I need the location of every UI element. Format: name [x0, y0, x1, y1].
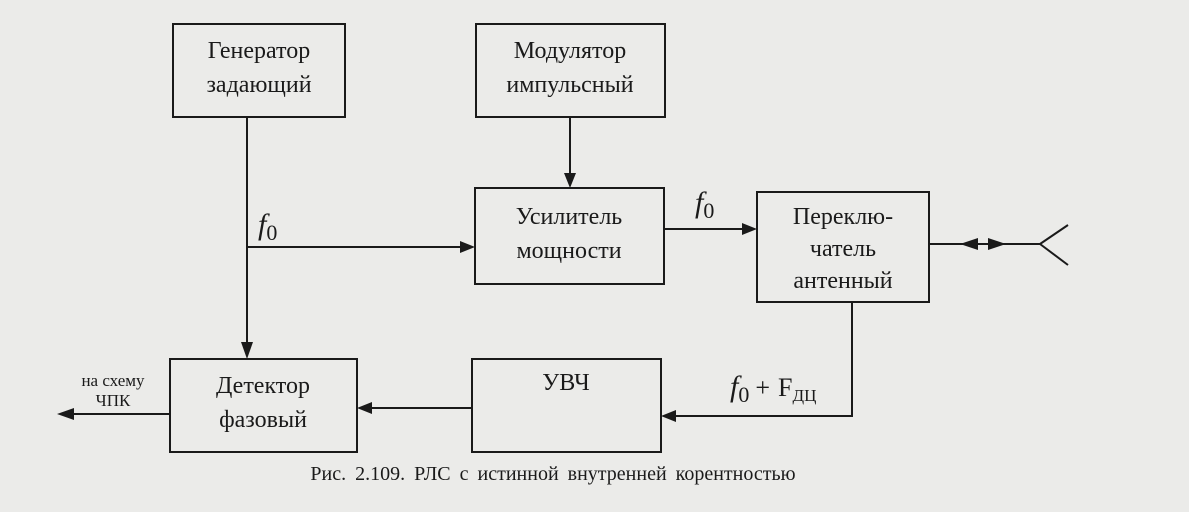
switch-input-arrowhead — [742, 223, 757, 235]
master-oscillator-block: Генератор задающий — [172, 23, 346, 118]
phase-detector-label-line2: фазовый — [219, 407, 307, 433]
power-amplifier-block: Усилитель мощности — [474, 187, 665, 285]
figure-caption: Рис. 2.109. РЛС с истинной внутренней ко… — [310, 463, 795, 485]
pulse-modulator-block: Модулятор импульсный — [475, 23, 666, 118]
detector-input-arrowhead — [241, 342, 253, 359]
signal-f0-transmit: f0 — [695, 186, 714, 223]
antenna-switch-block: Переклю- чатель антенный — [756, 191, 930, 303]
antenna-feed — [929, 238, 1040, 250]
antenna-switch-label-line3: антенный — [793, 268, 892, 294]
rf-amp-input-arrowhead — [661, 410, 676, 422]
pulse-modulator-label-line1: Модулятор — [514, 38, 626, 64]
antenna-switch-label-line1: Переклю- — [793, 204, 893, 230]
feed-left-arrowhead — [960, 238, 978, 250]
power-amplifier-label-line2: мощности — [516, 238, 621, 264]
pulse-modulator-label-line2: импульсный — [506, 72, 633, 98]
amplifier-input-arrowhead — [460, 241, 475, 253]
power-amplifier-label-line1: Усилитель — [516, 204, 623, 230]
signal-f0-plus-fdc: f0+FДЦ — [730, 370, 816, 407]
rf-amplifier-block: УВЧ — [471, 358, 662, 453]
output-label-line2: ЧПК — [96, 391, 131, 410]
master-oscillator-label-line1: Генератор — [208, 38, 310, 64]
antenna-switch-label-line2: чатель — [810, 236, 876, 262]
modulator-arrowhead — [564, 173, 576, 188]
antenna-icon — [1039, 224, 1069, 266]
phase-detector-label-line1: Детектор — [216, 373, 310, 399]
rf-amplifier-label: УВЧ — [542, 370, 589, 396]
phase-detector-block: Детектор фазовый — [169, 358, 358, 453]
output-label-line1: на схему — [81, 371, 145, 390]
detector-rf-arrowhead — [357, 402, 372, 414]
master-oscillator-label-line2: задающий — [206, 72, 311, 98]
switch-to-rf-amp-line — [674, 302, 853, 417]
feed-right-arrowhead — [988, 238, 1006, 250]
output-arrowhead — [57, 408, 74, 420]
signal-f0-oscillator: f0 — [258, 208, 277, 245]
